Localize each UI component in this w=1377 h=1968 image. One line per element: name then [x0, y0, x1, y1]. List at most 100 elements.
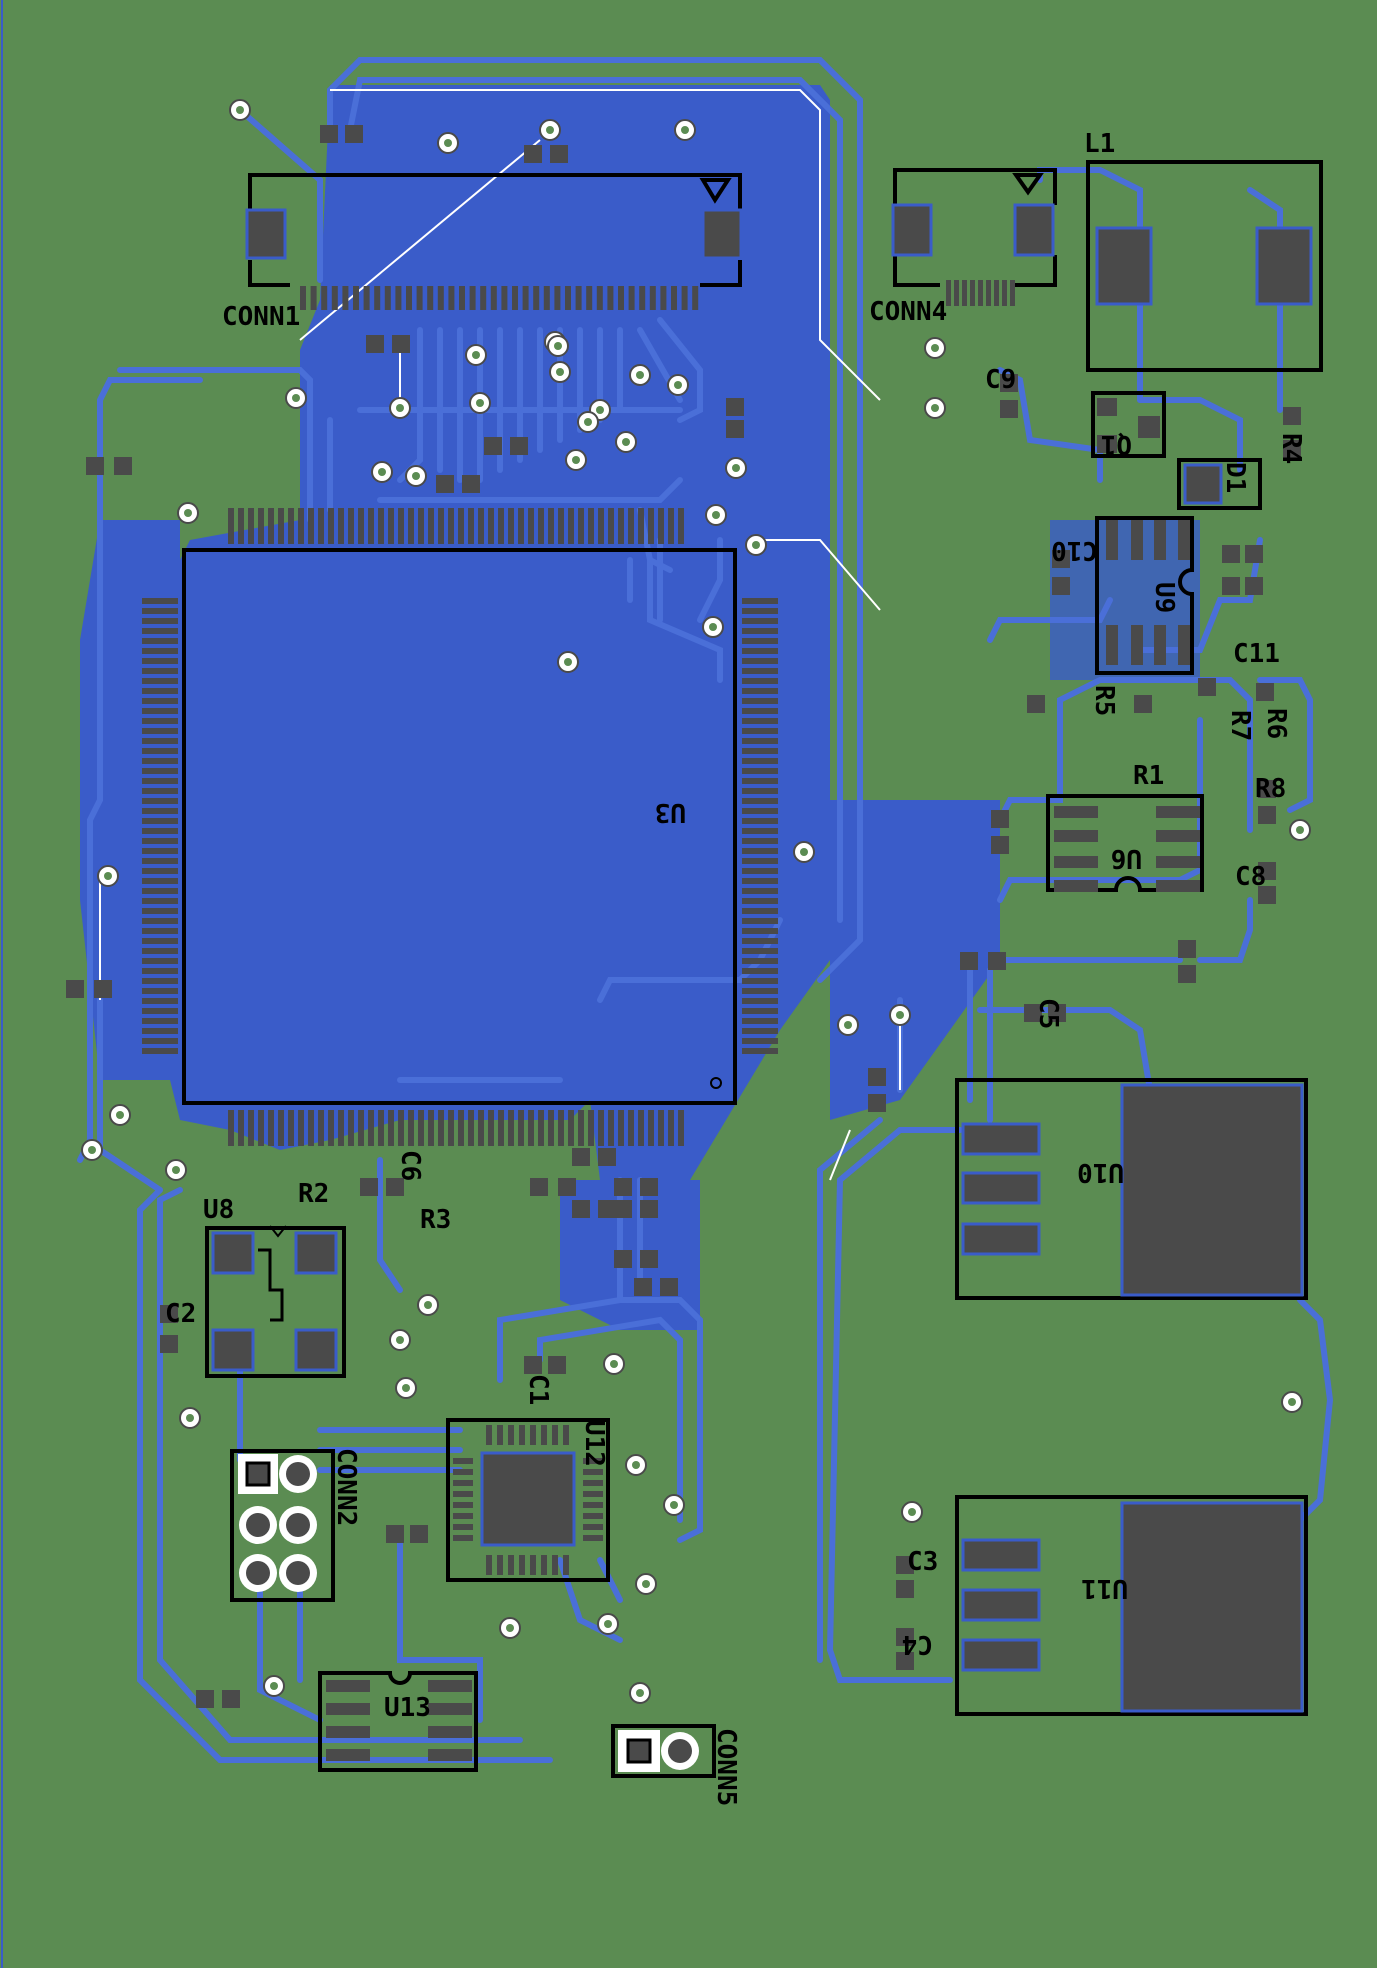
- passive-pad: [320, 125, 338, 143]
- via-hole: [681, 126, 689, 134]
- conn1-pin: [310, 286, 317, 310]
- u3-pin-top: [588, 508, 594, 544]
- u3-pin-top: [518, 508, 524, 544]
- passive-pad: [991, 810, 1009, 828]
- u3-pin-left: [142, 1038, 178, 1044]
- u3-pin-top: [478, 508, 484, 544]
- conn1-pin: [586, 286, 593, 310]
- via-hole: [506, 1624, 514, 1632]
- u12-pin: [552, 1555, 558, 1575]
- u3-pin-left: [142, 668, 178, 674]
- u3-pin-top: [528, 508, 534, 544]
- u6-outline: [1046, 794, 1204, 892]
- label-r7: R7: [1225, 710, 1255, 741]
- conn4-pin: [946, 280, 951, 306]
- via-hole: [908, 1508, 916, 1516]
- u3-pin-bottom: [578, 1110, 584, 1146]
- label-u13: U13: [384, 1693, 431, 1723]
- u3-pin-left: [142, 878, 178, 884]
- u3-pin-bottom: [298, 1110, 304, 1146]
- passive-pad: [410, 1525, 428, 1543]
- conn1-pin: [639, 286, 646, 310]
- u3-pin-right: [742, 808, 778, 814]
- u3-pin-bottom: [558, 1110, 564, 1146]
- u3-pin-top: [268, 508, 274, 544]
- u3-outline: [182, 548, 737, 1105]
- u12-pin: [453, 1480, 473, 1486]
- conn4-pin: [986, 280, 991, 306]
- u3-pin-bottom: [458, 1110, 464, 1146]
- u3-pin-left: [142, 1028, 178, 1034]
- u12-pin: [453, 1513, 473, 1519]
- u3-pin-bottom: [228, 1110, 234, 1146]
- u3-pin-bottom: [338, 1110, 344, 1146]
- u3-pin-bottom: [658, 1110, 664, 1146]
- u3-pin-right: [742, 788, 778, 794]
- u6-pin: [1054, 880, 1098, 892]
- u3-pin-bottom: [508, 1110, 514, 1146]
- u12-pin: [583, 1524, 603, 1530]
- u12-pin: [453, 1469, 473, 1475]
- u3-pin-top: [318, 508, 324, 544]
- via-hole: [270, 1682, 278, 1690]
- passive-pad: [1283, 407, 1301, 425]
- u13-pin: [428, 1680, 472, 1692]
- conn1-pin: [448, 286, 455, 310]
- passive-pad: [1245, 545, 1263, 563]
- u3-pin-bottom: [598, 1110, 604, 1146]
- passive-pad: [598, 1200, 616, 1218]
- passive-pad: [572, 1148, 590, 1166]
- u8-outline: [205, 1226, 346, 1378]
- label-conn1: CONN1: [222, 302, 300, 332]
- u9-pin: [1131, 625, 1143, 665]
- through-hole-drill: [286, 1513, 310, 1537]
- vias: [81, 99, 1311, 1770]
- q1-outline: [1091, 391, 1166, 458]
- label-conn5: CONN5: [711, 1728, 741, 1806]
- conn1-pin: [363, 286, 370, 310]
- u3-pin-top: [368, 508, 374, 544]
- u3-pin-left: [142, 718, 178, 724]
- l1-outline: [1086, 160, 1323, 372]
- conn4-pin: [954, 280, 959, 306]
- via-hole: [556, 368, 564, 376]
- passive-pad: [1000, 400, 1018, 418]
- u3-pin-right: [742, 938, 778, 944]
- u13-pin: [428, 1749, 472, 1761]
- conn1-pin: [649, 286, 656, 310]
- u3-pin-left: [142, 638, 178, 644]
- via-hole: [172, 1166, 180, 1174]
- passive-pad: [436, 475, 454, 493]
- label-c5: C5: [1033, 998, 1063, 1029]
- passive-pad: [524, 1356, 542, 1374]
- u3-pin-left: [142, 828, 178, 834]
- u9-pin: [1178, 625, 1190, 665]
- u3-pin-bottom: [438, 1110, 444, 1146]
- conn1-pin: [331, 286, 338, 310]
- passive-pad: [160, 1335, 178, 1353]
- label-r4: R4: [1276, 433, 1306, 464]
- u3-pin-top: [488, 508, 494, 544]
- u3-pin-right: [742, 898, 778, 904]
- u3-pin-left: [142, 1048, 178, 1054]
- passive-pad: [386, 1525, 404, 1543]
- u3-pin-left: [142, 698, 178, 704]
- label-d1: D1: [1220, 462, 1250, 493]
- u3-pin-right: [742, 978, 778, 984]
- conn1-pin: [681, 286, 688, 310]
- via-hole: [116, 1111, 124, 1119]
- label-conn2: CONN2: [331, 1448, 361, 1526]
- passive-pad: [598, 1148, 616, 1166]
- u3-pin-left: [142, 748, 178, 754]
- u3-pin-bottom: [518, 1110, 524, 1146]
- through-hole-drill: [286, 1462, 310, 1486]
- conn1-pin: [416, 286, 423, 310]
- u3-pin-bottom: [268, 1110, 274, 1146]
- u3-pin-left: [142, 998, 178, 1004]
- u3-pin-bottom: [358, 1110, 364, 1146]
- passive-pad: [1258, 780, 1276, 798]
- conn1-pin: [374, 286, 381, 310]
- label-c11: C11: [1233, 639, 1280, 669]
- u3-pin-left: [142, 818, 178, 824]
- u3-pin-left: [142, 598, 178, 604]
